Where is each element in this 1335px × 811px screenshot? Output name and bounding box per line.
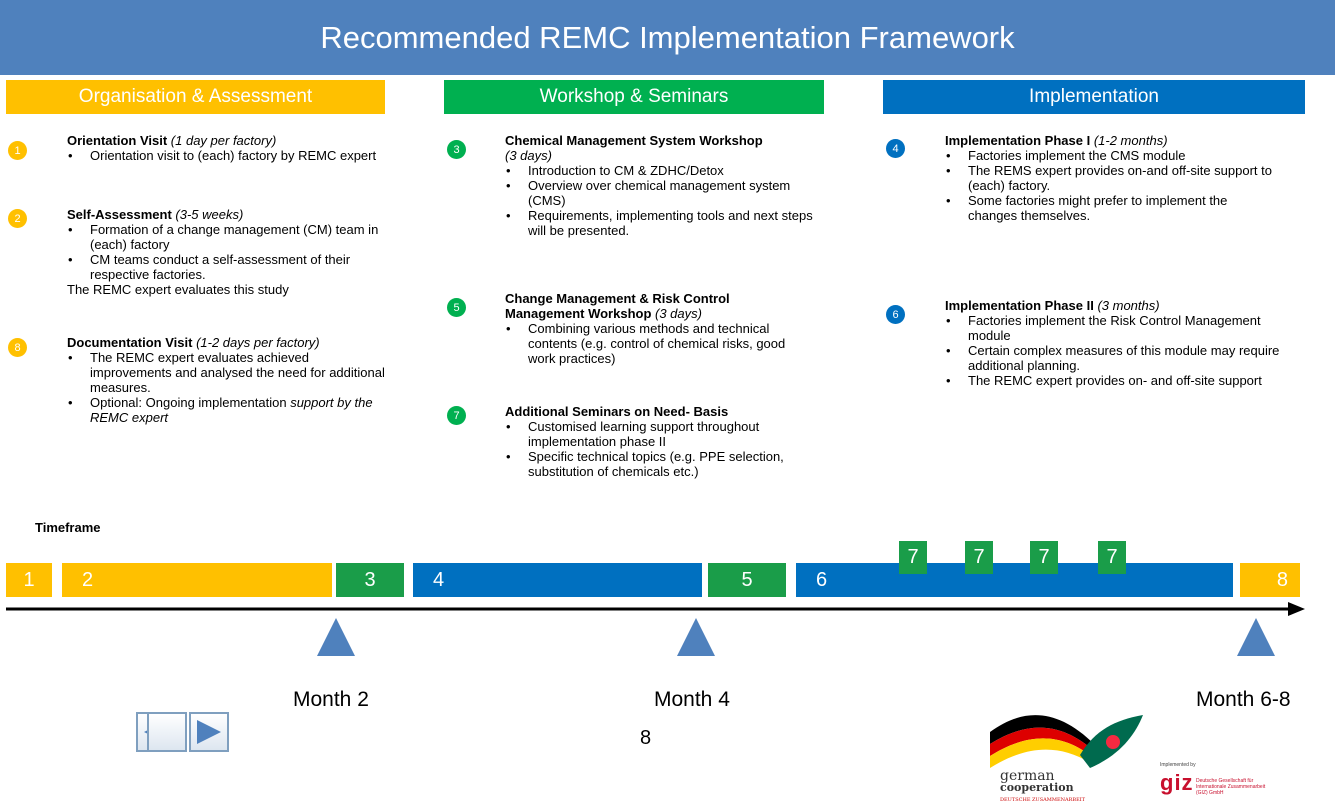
step-note: The REMC expert evaluates this study <box>67 282 289 297</box>
list-item: Requirements, implementing tools and nex… <box>505 208 825 238</box>
month-6-8-marker <box>1237 618 1275 656</box>
step-change-management-workshop: Change Management & Risk Control Managem… <box>505 291 805 366</box>
timeline-seminar-7: 7 <box>1098 541 1126 574</box>
step-duration: (1-2 months) <box>1093 133 1168 148</box>
step-number-badge: 6 <box>886 305 905 324</box>
list-item: Combining various methods and technical … <box>505 321 805 366</box>
giz-full-name: Deutsche Gesellschaft für Internationale… <box>1196 778 1266 796</box>
timeline-segment-5: 5 <box>708 563 786 597</box>
list-item: The REMC expert provides on- and off-sit… <box>945 373 1285 388</box>
triangle-right-icon <box>197 720 221 744</box>
list-item: Formation of a change management (CM) te… <box>67 222 387 252</box>
column-header-organisation: Organisation & Assessment <box>6 80 385 114</box>
month-4-marker <box>677 618 715 656</box>
step-implementation-phase-2: Implementation Phase II (3 months) Facto… <box>945 298 1285 388</box>
list-item: Orientation visit to (each) factory by R… <box>67 148 387 163</box>
giz-implemented-by: Implemented by <box>1160 762 1196 768</box>
list-item: The REMS expert provides on-and off-site… <box>945 163 1275 193</box>
logo-german-text: german <box>1000 768 1055 784</box>
list-item: Factories implement the CMS module <box>945 148 1275 163</box>
step-number-badge: 2 <box>8 209 27 228</box>
step-duration: (1 day per factory) <box>170 133 277 148</box>
step-cms-workshop: Chemical Management System Workshop (3 d… <box>505 133 825 238</box>
list-item: Customised learning support throughout i… <box>505 419 825 449</box>
step-number-badge: 8 <box>8 338 27 357</box>
giz-logo: giz <box>1160 770 1194 795</box>
month-label: Month 6-8 <box>1196 688 1291 711</box>
step-number-badge: 7 <box>447 406 466 425</box>
list-item: Some factories might prefer to implement… <box>945 193 1275 223</box>
timeline-seminar-7: 7 <box>965 541 993 574</box>
german-cooperation-logo <box>990 715 1143 768</box>
logo-cooperation-subtext: DEUTSCHE ZUSAMMENARBEIT <box>1000 797 1086 803</box>
step-implementation-phase-1: Implementation Phase I (1-2 months) Fact… <box>945 133 1275 223</box>
next-button[interactable] <box>189 712 229 752</box>
month-label: Month 4 <box>654 688 730 711</box>
timeframe-label: Timeframe <box>35 520 101 535</box>
column-header-implementation: Implementation <box>883 80 1305 114</box>
list-item: Certain complex measures of this module … <box>945 343 1285 373</box>
timeline-seminar-7: 7 <box>899 541 927 574</box>
timeline-axis <box>6 602 1305 656</box>
list-item: CM teams conduct a self-assessment of th… <box>67 252 387 282</box>
timeline-seminar-7: 7 <box>1030 541 1058 574</box>
list-item: Overview over chemical management system… <box>505 178 825 208</box>
timeline-segment-3: 3 <box>336 563 404 597</box>
step-self-assessment: Self-Assessment (3-5 weeks) Formation of… <box>67 207 387 297</box>
step-number-badge: 4 <box>886 139 905 158</box>
column-header-workshop: Workshop & Seminars <box>444 80 824 114</box>
german-cooperation-text: german cooperation DEUTSCHE ZUSAMMENARBE… <box>1000 768 1086 806</box>
step-title: Documentation Visit <box>67 335 193 350</box>
step-number-badge: 5 <box>447 298 466 317</box>
timeline-segment-2: 2 <box>62 563 332 597</box>
step-duration: (3 days) <box>655 306 702 321</box>
timeline-segment-8: 8 <box>1240 563 1300 597</box>
step-title: Chemical Management System Workshop <box>505 133 763 148</box>
timeline-arrow-head <box>1288 602 1305 616</box>
step-title: Change Management & Risk Control Managem… <box>505 291 730 321</box>
list-item-emphasis: support by the REMC expert <box>90 395 373 425</box>
list-item: Factories implement the Risk Control Man… <box>945 313 1285 343</box>
step-title: Implementation Phase II <box>945 298 1094 313</box>
list-item-text: Optional: Ongoing implementation <box>90 395 287 410</box>
step-title: Implementation Phase I <box>945 133 1091 148</box>
timeline-segment-6: 6 <box>796 563 1233 597</box>
list-item: Specific technical topics (e.g. PPE sele… <box>505 449 825 479</box>
list-item: The REMC expert evaluates achieved impro… <box>67 350 387 395</box>
step-duration: (3 days) <box>505 148 552 163</box>
step-title: Self-Assessment <box>67 207 172 222</box>
step-number-badge: 3 <box>447 140 466 159</box>
month-2-marker <box>317 618 355 656</box>
step-number-badge: 1 <box>8 141 27 160</box>
list-item: Introduction to CM & ZDHC/Detox <box>505 163 825 178</box>
list-item: Optional: Ongoing implementation support… <box>67 395 387 425</box>
step-duration: (1-2 days per factory) <box>196 335 320 350</box>
home-button[interactable] <box>147 712 187 752</box>
page-number: 8 <box>640 727 652 749</box>
timeline-segment-4: 4 <box>413 563 702 597</box>
step-title: Additional Seminars on Need- Basis <box>505 404 729 419</box>
step-duration: (3 months) <box>1097 298 1160 313</box>
step-title: Orientation Visit <box>67 133 168 148</box>
step-documentation-visit: Documentation Visit (1-2 days per factor… <box>67 335 387 425</box>
page-title: Recommended REMC Implementation Framewor… <box>0 0 1335 75</box>
logo-cooperation-text: cooperation <box>1000 781 1074 794</box>
timeline-segment-1: 1 <box>6 563 52 597</box>
month-label: Month 2 <box>293 688 369 711</box>
step-duration: (3-5 weeks) <box>175 207 244 222</box>
step-orientation-visit: Orientation Visit (1 day per factory) Or… <box>67 133 387 163</box>
step-additional-seminars: Additional Seminars on Need- Basis Custo… <box>505 404 825 479</box>
